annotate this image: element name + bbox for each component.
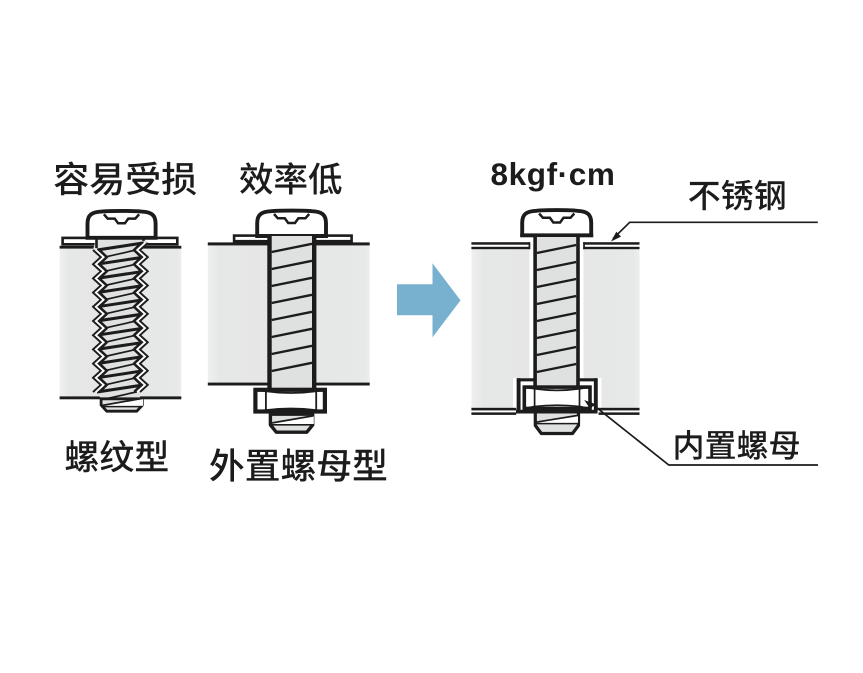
svg-text:8kgf·cm: 8kgf·cm bbox=[491, 156, 616, 192]
